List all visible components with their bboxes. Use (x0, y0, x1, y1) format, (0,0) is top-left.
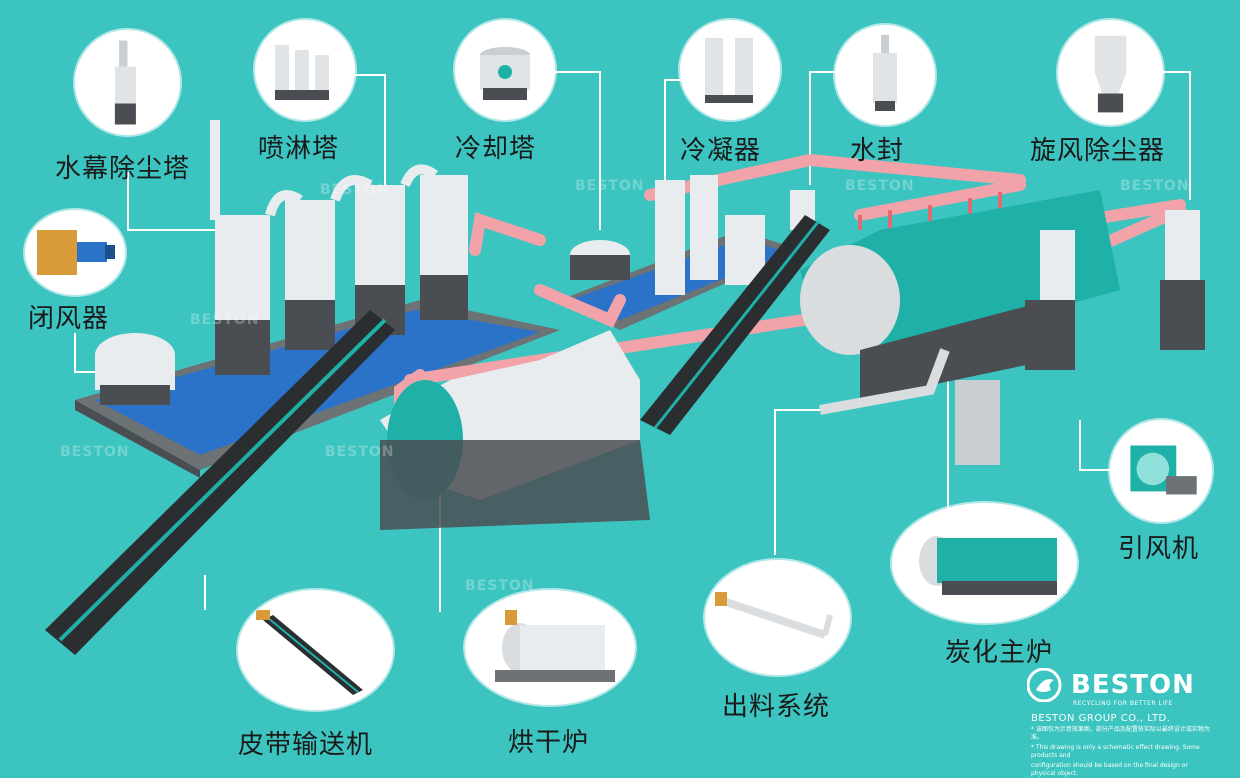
label-cooling-tower: 冷却塔 (455, 134, 537, 164)
cooling-tower-left (95, 333, 175, 405)
label-condenser: 冷凝器 (680, 136, 762, 166)
watermark: BESTON (60, 444, 130, 460)
label-airlock-valve: 闭风器 (28, 304, 110, 334)
condenser-bubble (680, 20, 780, 120)
spray-towers (210, 120, 468, 375)
label-dryer: 烘干炉 (508, 728, 590, 758)
label-induced-draft-fan: 引风机 (1118, 534, 1200, 564)
belt-conveyors (45, 215, 830, 655)
leader-lines (74, 71, 1191, 612)
watermark: BESTON (320, 182, 390, 198)
watermark: BESTON (1120, 178, 1190, 194)
carbonization-furnace-bubble (892, 503, 1077, 623)
dryer-drum (380, 330, 650, 530)
label-water-curtain-tower: 水幕除尘塔 (55, 154, 191, 184)
brand-wordmark: BESTON (1071, 670, 1195, 700)
label-belt-conveyor: 皮带输送机 (238, 730, 374, 760)
label-water-seal: 水封 (850, 136, 905, 166)
cooling-tower-bubble (455, 20, 555, 120)
watermark: BESTON (190, 312, 260, 328)
control-cabinet (955, 380, 1000, 465)
watermark: BESTON (575, 178, 645, 194)
brand-logo-row: BESTON (1027, 668, 1212, 702)
label-spray-tower: 喷淋塔 (258, 134, 340, 164)
watermark: BESTON (325, 444, 395, 460)
belt-conveyor-bubble (238, 590, 393, 710)
brand-block: BESTON RECYCLING FOR BETTER LIFE BESTON … (1027, 668, 1212, 777)
water-curtain-tower-bubble (75, 30, 180, 135)
cyclone-dust-collector-bubble (1058, 20, 1163, 125)
watermark: BESTON (465, 578, 535, 594)
discharge-system-bubble (705, 560, 850, 675)
watermark: BESTON (845, 178, 915, 194)
label-cyclone-dust-collector: 旋风除尘器 (1030, 136, 1166, 166)
brand-logo-icon (1027, 668, 1062, 702)
label-carbonization-furnace: 炭化主炉 (945, 638, 1054, 668)
induced-draft-fan-bubble (1110, 420, 1212, 522)
dryer-bubble (465, 590, 635, 705)
cyclone-collectors (1025, 210, 1205, 370)
brand-note-cn: * 该图仅为示意效果图，部分产品及配置依实际以最终设计或实物为准。 (1031, 726, 1210, 741)
brand-tagline: RECYCLING FOR BETTER LIFE (1073, 700, 1173, 707)
brand-note-en-1: * This drawing is only a schematic effec… (1031, 744, 1200, 759)
discharge-screw (819, 348, 950, 415)
brand-note-en-2: configuration should be based on the fin… (1031, 762, 1188, 777)
airlock-valve-bubble (25, 210, 125, 295)
water-seal-bubble (835, 25, 935, 125)
label-discharge-system: 出料系统 (722, 692, 831, 722)
brand-company: BESTON GROUP CO., LTD. (1031, 713, 1171, 724)
spray-tower-bubble (255, 20, 355, 120)
